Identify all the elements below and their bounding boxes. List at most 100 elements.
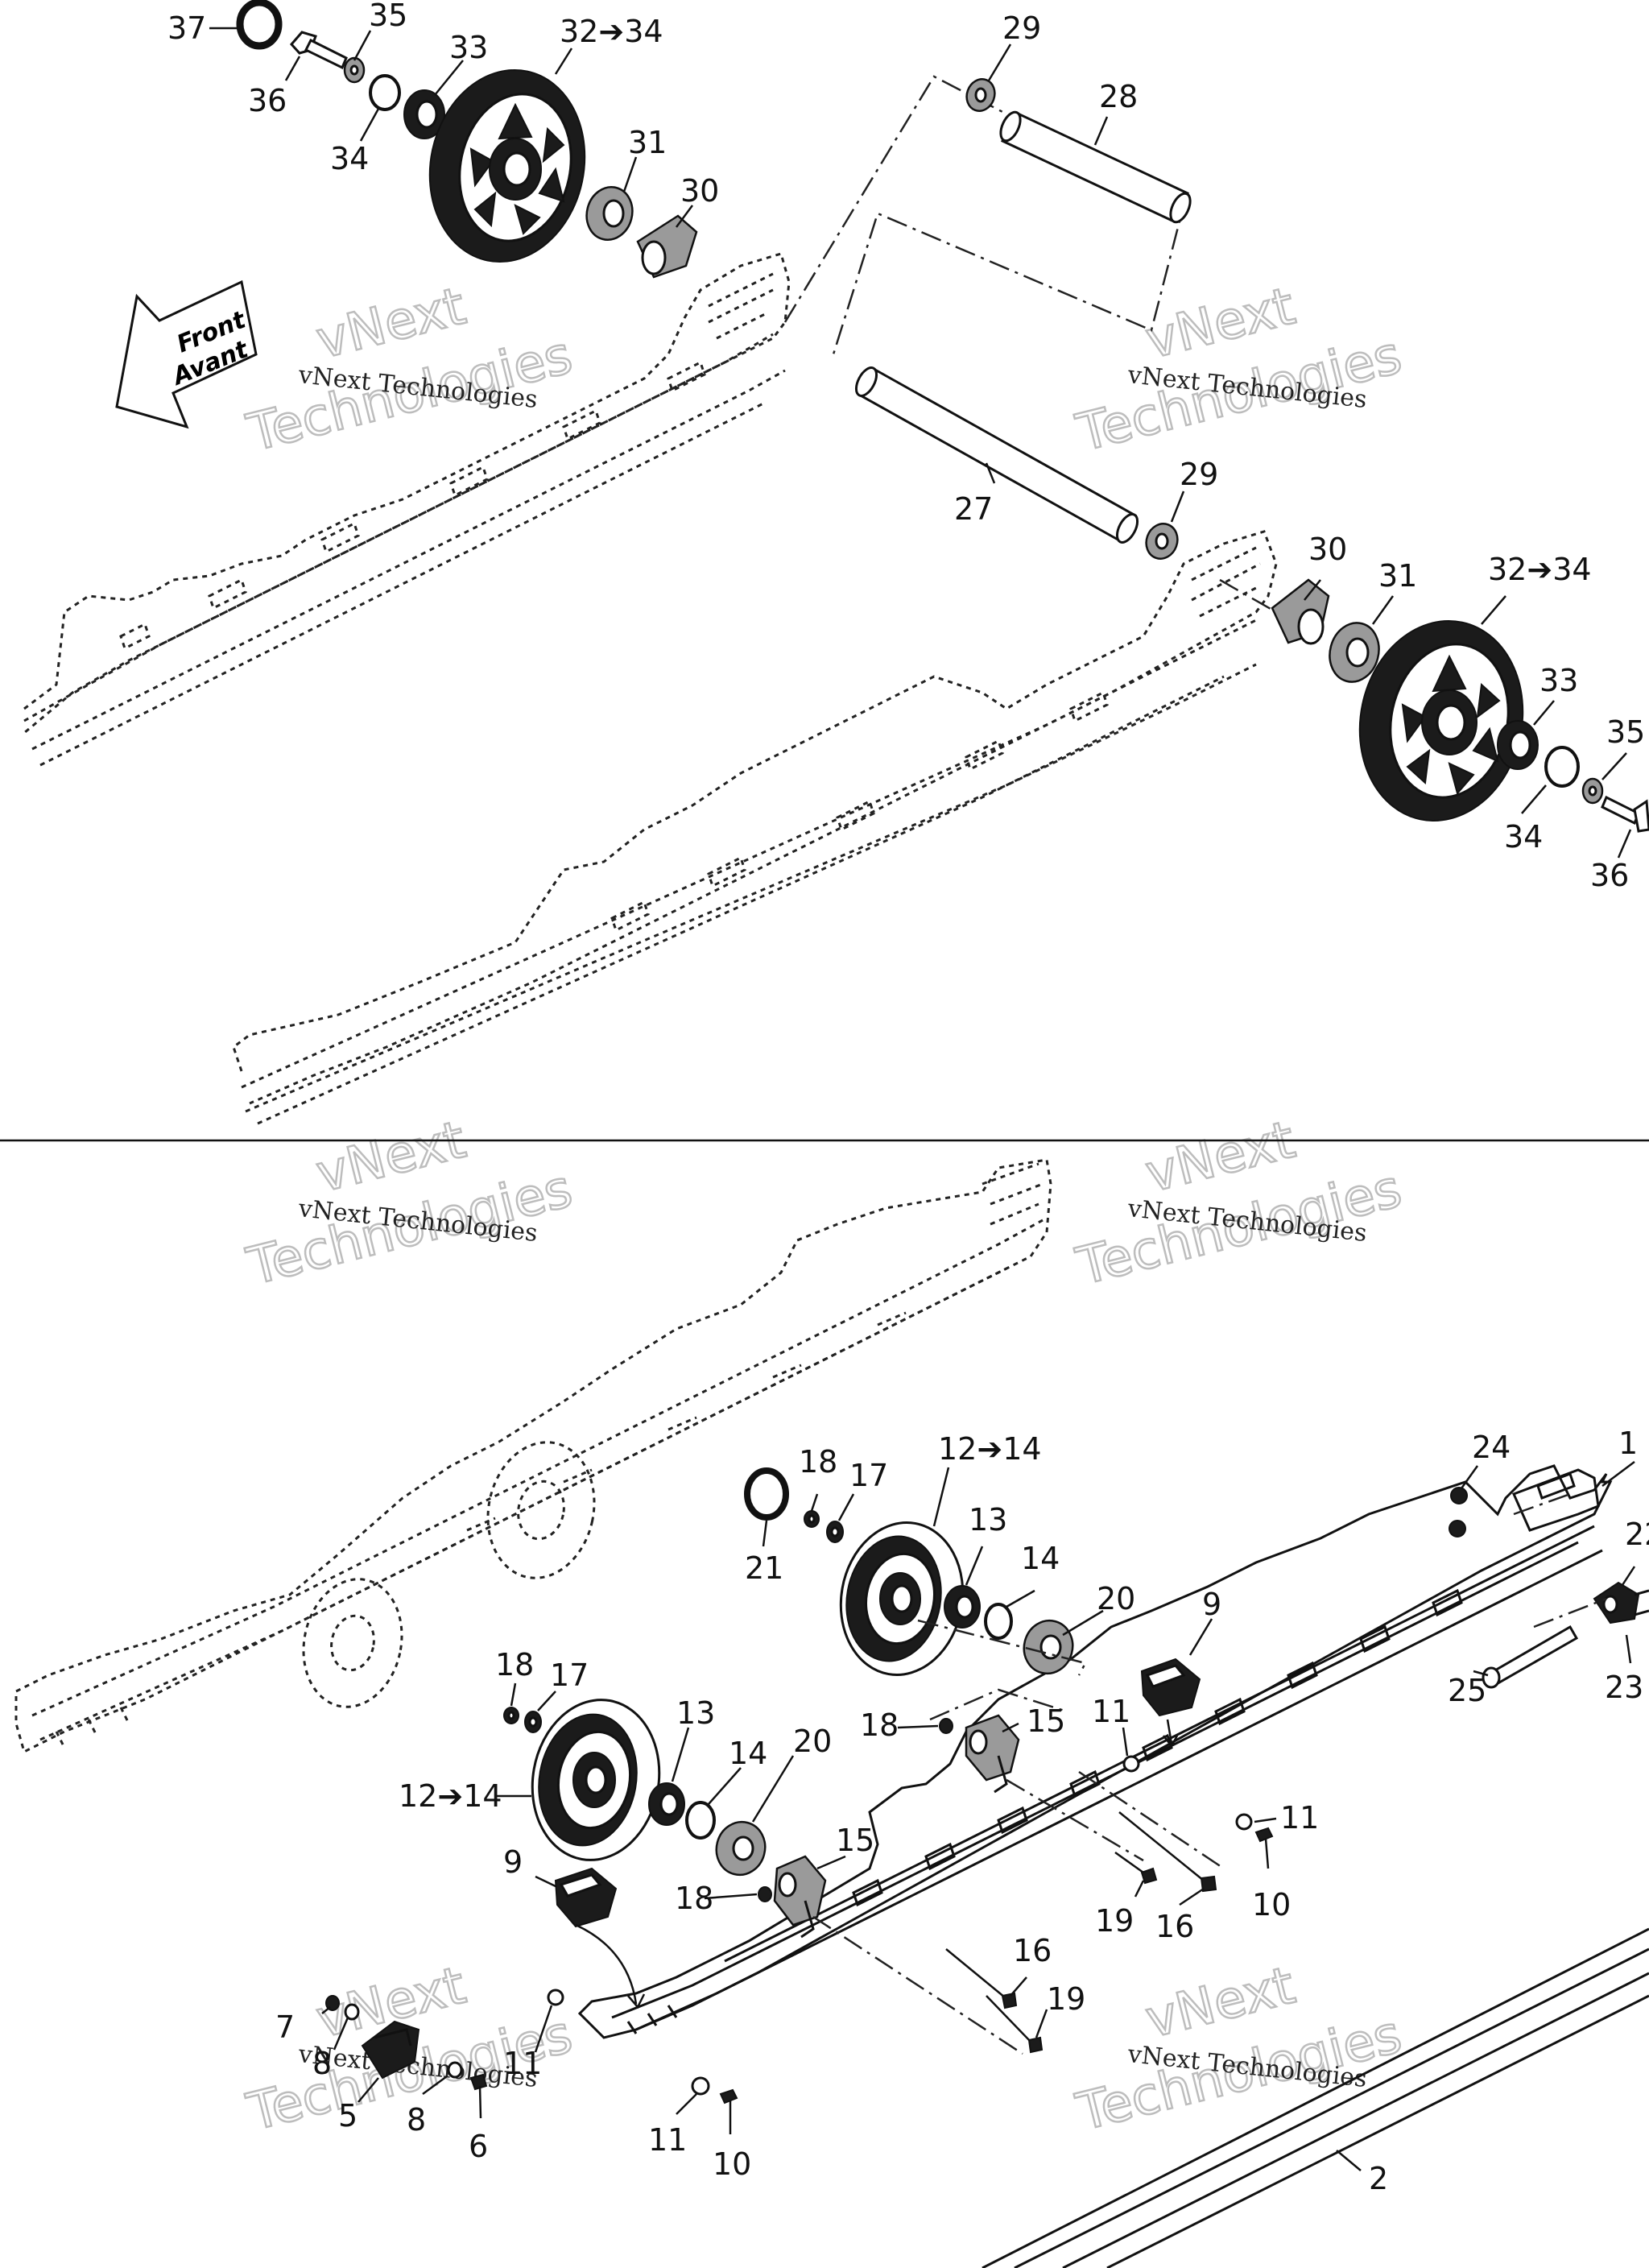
callout-12-14: 12➔14 [399, 1778, 502, 1814]
callout-9: 9 [503, 1844, 523, 1880]
washer-part-11 [1122, 1755, 1140, 1773]
callout-18: 18 [799, 1444, 837, 1480]
nut-part-18 [939, 1718, 953, 1734]
washer-part-11 [547, 1989, 564, 2006]
right-slide-rail-outline [232, 530, 1278, 1125]
axle-housing-part-15 [773, 1855, 827, 1939]
callout-31: 31 [1378, 558, 1417, 594]
bolt-part-6 [469, 2073, 488, 2119]
callout-8: 8 [312, 2046, 332, 2081]
callout-24: 24 [1472, 1430, 1511, 1465]
ring-part-14 [984, 1603, 1013, 1640]
ring-part-34 [369, 74, 401, 111]
washer-part-17 [826, 1521, 844, 1543]
washer-part-17 [524, 1711, 542, 1733]
callout-5: 5 [338, 2098, 357, 2133]
callout-1: 1 [1618, 1426, 1638, 1461]
bolt-part-19 [986, 1995, 1044, 2054]
callout-14: 14 [1021, 1541, 1060, 1576]
spacer-part-30 [1271, 578, 1330, 645]
callout-7: 7 [275, 2009, 295, 2045]
assembly-guide-lines-bottom [575, 1492, 1607, 2055]
callout-28: 28 [1099, 79, 1138, 114]
callout-16: 16 [1013, 1933, 1052, 1968]
callout-10: 10 [1252, 1887, 1291, 1922]
callout-16: 16 [1155, 1909, 1194, 1944]
callout-29: 29 [1180, 457, 1218, 492]
slider-shoe-part-9 [554, 1867, 618, 1928]
ring-part-34 [1544, 746, 1580, 788]
callout-18: 18 [495, 1647, 534, 1682]
bearing-part-13 [944, 1585, 981, 1629]
bolt-part-10 [1254, 1827, 1274, 1869]
callout-17: 17 [849, 1458, 888, 1493]
callout-14: 14 [729, 1736, 767, 1771]
bolt-part-25 [1482, 1624, 1579, 1689]
washer-part-29 [1145, 523, 1179, 560]
watermark-top-right: vNext Technologies vNext Technologies [1070, 275, 1408, 465]
callout-11: 11 [1092, 1694, 1130, 1729]
callout-17: 17 [550, 1658, 589, 1693]
callout-19: 19 [1047, 1981, 1085, 2017]
bolt-part-36 [1601, 795, 1649, 833]
callout-34: 34 [1504, 819, 1543, 855]
callout-36: 36 [248, 83, 287, 118]
left-slide-rail-outline [23, 252, 791, 767]
front-direction-arrow: Front Avant [115, 279, 258, 429]
spring-stopper-part-22 [1593, 1581, 1649, 1624]
bolt-part-19 [1114, 1851, 1158, 1885]
callout-18: 18 [675, 1881, 713, 1916]
callout-22: 22 [1625, 1517, 1649, 1552]
stopper-part-5 [361, 2020, 420, 2080]
callout-12-14: 12➔14 [938, 1431, 1042, 1467]
callout-33: 33 [449, 30, 488, 65]
washer-part-11 [1235, 1813, 1253, 1831]
callout-13: 13 [676, 1695, 715, 1731]
callout-33: 33 [1539, 663, 1578, 698]
callout-30: 30 [1308, 532, 1347, 567]
callout-18: 18 [860, 1707, 899, 1743]
watermark-mid-right: vNext Technologies vNext Technologies [1070, 1109, 1408, 1298]
callout-32-34: 32➔34 [1488, 552, 1592, 587]
leader-lines-top [209, 27, 1632, 859]
callout-15: 15 [836, 1823, 874, 1858]
washer-part-8 [344, 2003, 360, 2021]
callout-11: 11 [503, 2046, 542, 2081]
washer-part-11 [691, 2076, 710, 2096]
axle-housing-part-15 [965, 1714, 1020, 1794]
callout-32-34: 32➔34 [560, 14, 663, 49]
washer-part-35 [343, 56, 366, 84]
callout-11: 11 [1280, 1800, 1319, 1836]
callout-37: 37 [167, 10, 206, 46]
bolt-part-16 [945, 1948, 1018, 2009]
wheel-part-12 [531, 1699, 661, 1861]
ring-part-21 [744, 1467, 789, 1521]
callout-30: 30 [680, 173, 719, 209]
callout-13: 13 [969, 1502, 1007, 1538]
callout-21: 21 [745, 1550, 783, 1586]
callout-29: 29 [1002, 10, 1041, 46]
callout-27: 27 [954, 491, 993, 527]
callouts-bottom: 24 1 22 23 25 18 17 12➔14 21 13 14 20 9 … [275, 1426, 1649, 2196]
ring-part-37 [236, 0, 283, 50]
callout-35: 35 [369, 0, 407, 33]
watermark-top-left: vNext Technologies vNext Technologies [241, 275, 579, 465]
callout-36: 36 [1590, 858, 1629, 893]
washer-part-29 [965, 78, 996, 112]
nut-part-18 [503, 1707, 519, 1724]
bolt-part-36 [289, 31, 348, 70]
washer-part-31 [585, 186, 634, 241]
slider-part-2 [982, 1927, 1649, 2268]
slider-shoe-part-9 [1140, 1658, 1201, 1717]
callout-23: 23 [1605, 1670, 1643, 1705]
assembly-guide-line [1219, 578, 1277, 614]
bolt-part-10 [719, 2088, 738, 2134]
callout-35: 35 [1606, 714, 1645, 750]
watermark-mid-left: vNext Technologies vNext Technologies [241, 1109, 579, 1298]
callout-19: 19 [1095, 1903, 1134, 1939]
leader-lines-bottom [321, 1461, 1636, 2171]
callout-20: 20 [793, 1724, 832, 1759]
washer-part-31 [1329, 622, 1380, 683]
nut-part-18 [804, 1510, 820, 1528]
